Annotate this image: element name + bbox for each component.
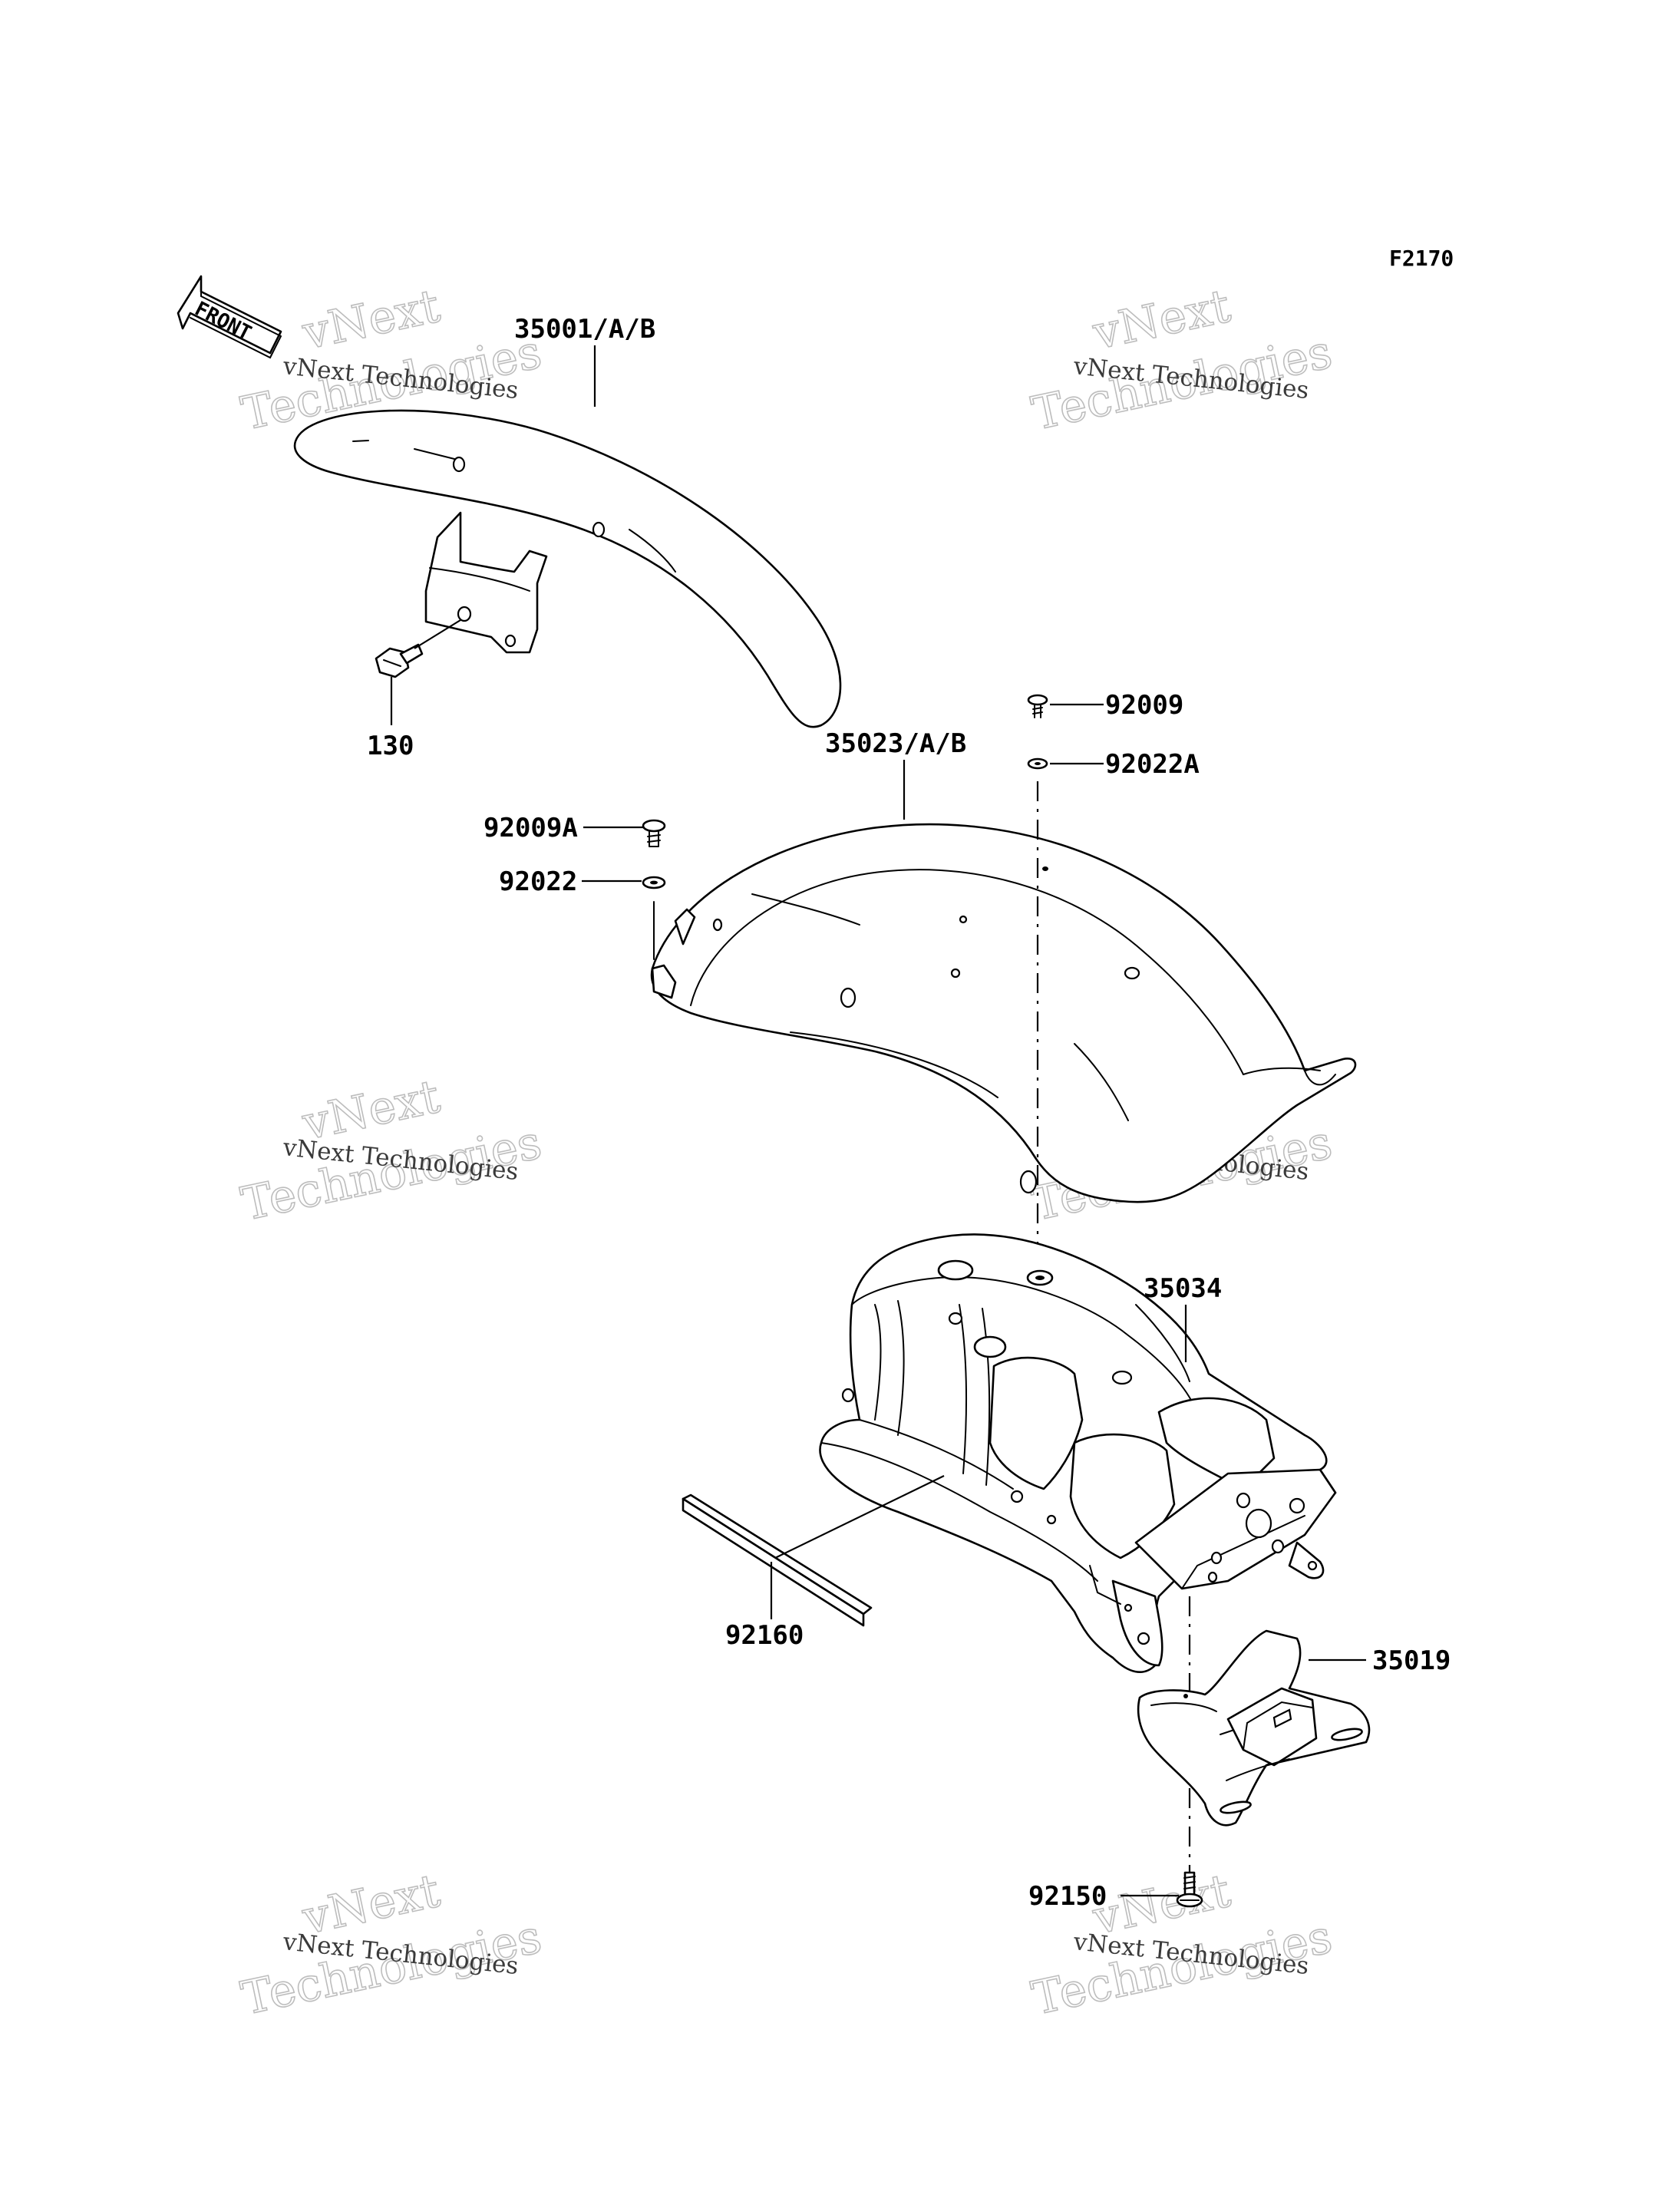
callout-92009a: 92009A bbox=[484, 813, 578, 843]
bolt-130-icon bbox=[375, 643, 424, 678]
callout-35034: 35034 bbox=[1144, 1273, 1222, 1304]
figure-code: F2170 bbox=[1389, 246, 1454, 271]
callout-92022: 92022 bbox=[499, 866, 577, 897]
callout-35019: 35019 bbox=[1372, 1645, 1451, 1676]
pad-92160 bbox=[682, 1493, 873, 1627]
callout-35023: 35023/A/B bbox=[825, 728, 966, 759]
callout-35001: 35001/A/B bbox=[514, 314, 655, 345]
front-fender bbox=[293, 409, 842, 728]
washer-92022-icon bbox=[642, 876, 666, 889]
screw-92009a-icon bbox=[642, 819, 666, 847]
callout-92150: 92150 bbox=[1028, 1881, 1107, 1912]
callout-92022a: 92022A bbox=[1105, 749, 1200, 780]
bolt-92150-icon bbox=[1176, 1871, 1203, 1908]
watermark-mid-left: vNext Technologies vNext Technologies bbox=[236, 1069, 547, 1232]
watermark-bottom-left: vNext Technologies vNext Technologies bbox=[236, 1863, 547, 2026]
rear-fender bbox=[650, 823, 1357, 1203]
callout-92009: 92009 bbox=[1105, 690, 1183, 721]
screw-92009-icon bbox=[1027, 694, 1048, 718]
leader-130 bbox=[414, 619, 461, 649]
bracket-35019 bbox=[1137, 1629, 1371, 1827]
callout-92160: 92160 bbox=[725, 1620, 804, 1651]
washer-92022a-icon bbox=[1027, 757, 1048, 770]
callout-130: 130 bbox=[367, 731, 414, 761]
leader-92160 bbox=[774, 1475, 945, 1559]
watermark-top-right: vNext Technologies vNext Technologies bbox=[1027, 279, 1338, 441]
front-arrow-icon: FRONT bbox=[177, 275, 282, 359]
inner-fender bbox=[819, 1233, 1337, 1673]
